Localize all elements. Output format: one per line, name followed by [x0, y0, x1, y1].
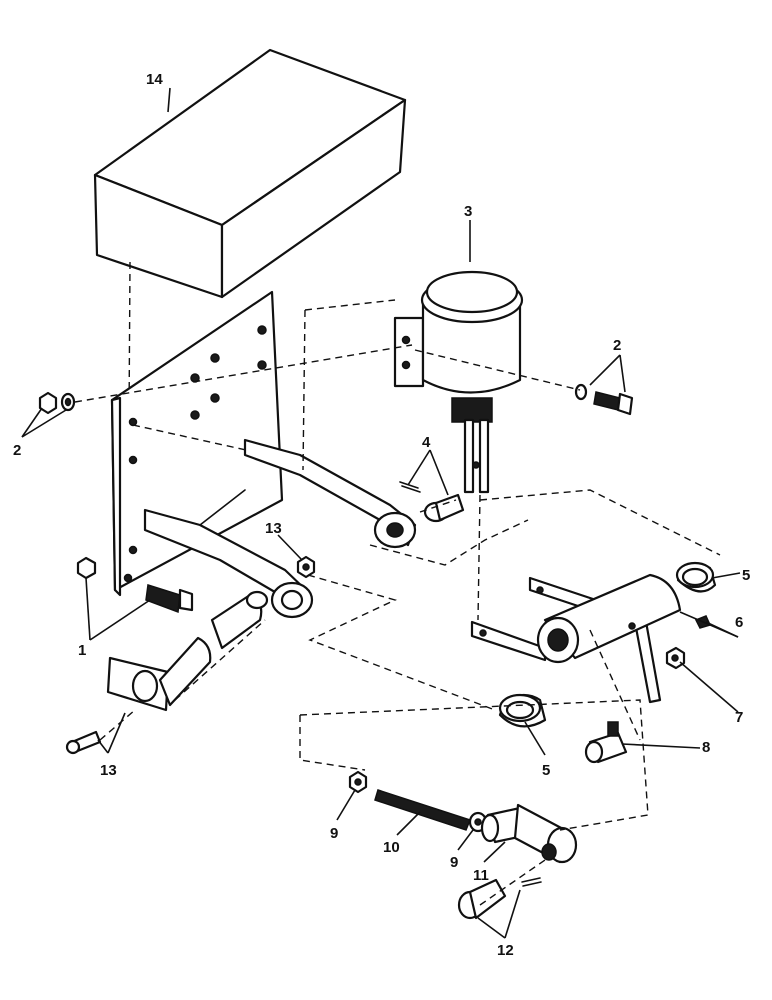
callout-6: 6	[735, 614, 743, 631]
mounting-bracket	[110, 290, 417, 619]
callout-12: 12	[497, 942, 514, 959]
part-12-clevis-pin	[457, 877, 542, 920]
callout-1: 1	[78, 642, 86, 659]
callout-2-left: 2	[13, 442, 21, 459]
callout-2-right: 2	[613, 337, 621, 354]
callout-13-top: 13	[265, 520, 282, 537]
callout-5-top: 5	[742, 567, 750, 584]
part-1-bolt	[76, 556, 194, 614]
part-10-threaded-rod	[374, 789, 471, 831]
part-7-nut	[665, 646, 686, 670]
assembly-lines	[74, 299, 721, 906]
part-3-actuator	[393, 270, 524, 494]
part-5-bushing-bottom	[498, 693, 547, 728]
part-4-pin	[399, 481, 465, 523]
part-5-bushing-top	[675, 561, 717, 593]
part-6-roller-assembly	[470, 573, 682, 704]
callout-14: 14	[146, 71, 163, 88]
callout-11: 11	[473, 867, 489, 884]
part-2-bolt-right	[574, 383, 634, 416]
callout-10: 10	[383, 839, 400, 856]
part-13-nut	[296, 555, 316, 579]
part-14-box	[93, 48, 407, 581]
callout-13-bottom: 13	[100, 762, 117, 779]
callout-9-left: 9	[330, 825, 338, 842]
part-8-pin	[584, 721, 628, 764]
callout-7: 7	[735, 709, 743, 726]
callout-5-bottom: 5	[542, 762, 550, 779]
part-9-nut-left	[348, 770, 368, 794]
callout-4: 4	[422, 434, 431, 451]
part-13-plate-pin	[65, 590, 269, 755]
leader-lines	[21, 87, 741, 939]
callout-labels: 14 3 2 2 4 13 5 6 1 7 8 13 5 9 10 9 11 1…	[13, 71, 750, 959]
callout-8: 8	[702, 739, 710, 756]
part-11-clevis	[480, 803, 578, 864]
part-2-nut-washer-left	[38, 391, 76, 415]
callout-3: 3	[464, 203, 472, 220]
callout-9-right: 9	[450, 854, 458, 871]
